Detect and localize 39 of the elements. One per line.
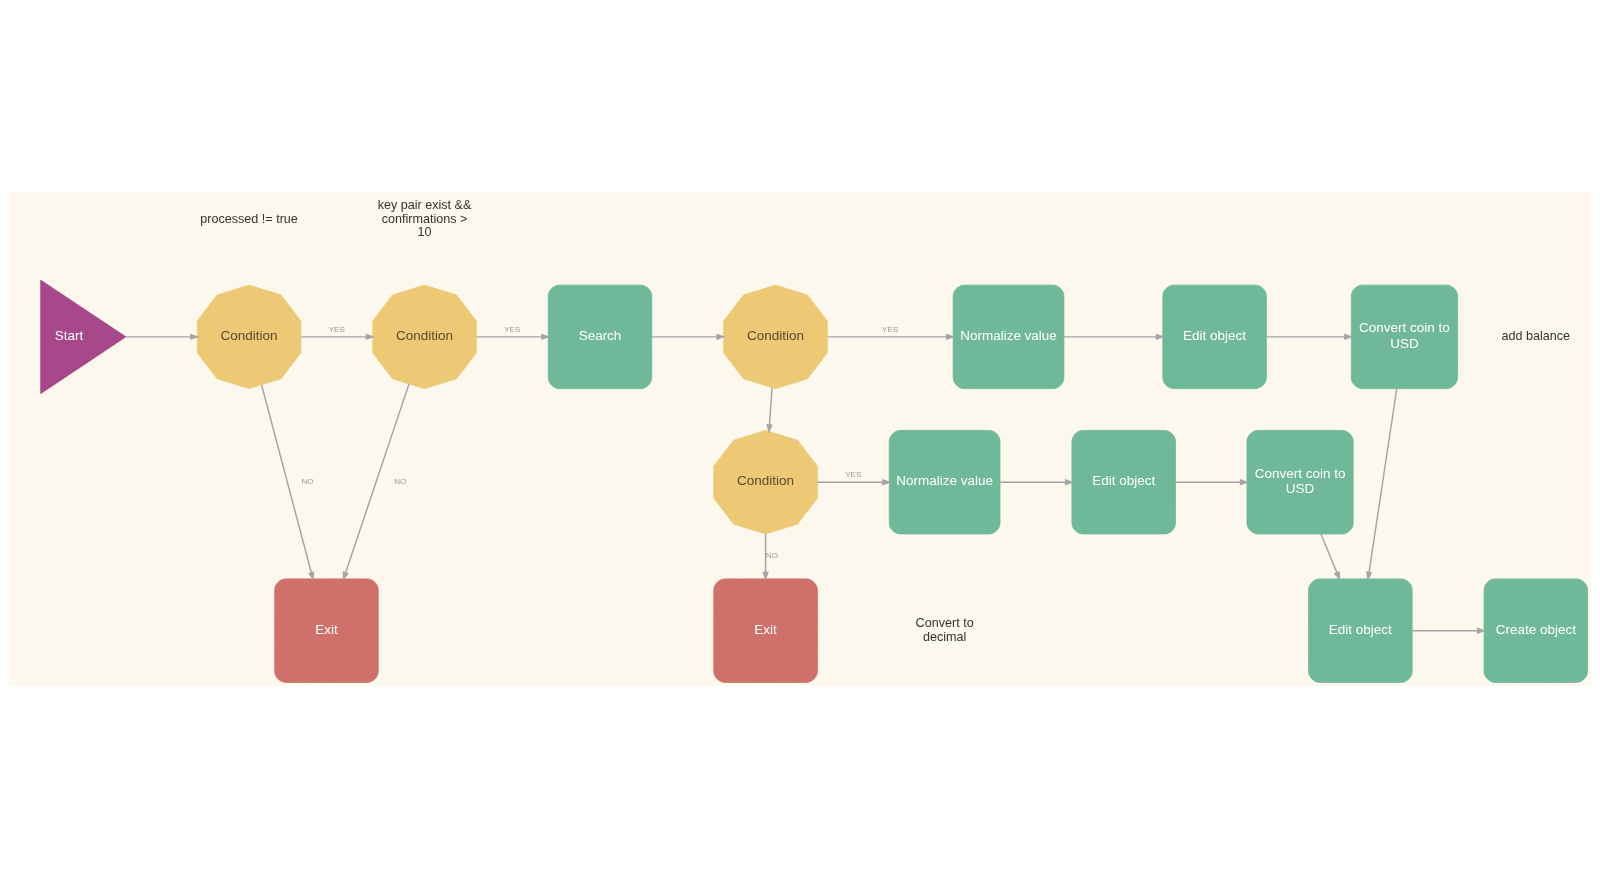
- arrow: [766, 386, 773, 434]
- edge-label: NO: [765, 551, 778, 561]
- arrow: [1365, 387, 1398, 581]
- arrow: [1411, 627, 1487, 634]
- arrow: [816, 478, 892, 486]
- edge-label: NO: [301, 477, 314, 487]
- label: key pair exist && confirmations > 10: [377, 198, 472, 240]
- edge-label: YES: [504, 324, 521, 334]
- arrow: [651, 333, 726, 341]
- node-box: Edit object: [1071, 430, 1176, 535]
- arrow: [125, 333, 200, 341]
- arrow: [475, 333, 551, 341]
- node-box: Normalize value: [952, 284, 1065, 390]
- node-box: Convert coin to USD: [1246, 430, 1354, 535]
- edge-label: YES: [882, 324, 899, 334]
- arrow: [1175, 478, 1250, 486]
- arrow: [300, 333, 375, 341]
- edge-label: NO: [394, 477, 407, 487]
- arrow: [762, 533, 769, 581]
- edge-label: YES: [328, 324, 345, 334]
- node-box: Edit object: [1308, 578, 1413, 683]
- arrow: [1320, 533, 1341, 581]
- node-box: Exit: [713, 578, 818, 683]
- arrow: [826, 333, 956, 341]
- label: processed != true: [200, 211, 298, 226]
- arrow: [342, 383, 410, 581]
- edge-label: YES: [845, 469, 862, 479]
- label: Convert to decimal: [915, 616, 974, 644]
- arrow: [1063, 333, 1166, 341]
- node-box: Search: [547, 284, 653, 390]
- node-box: Exit: [274, 578, 379, 683]
- arrow: [999, 478, 1075, 486]
- label: add balance: [1501, 329, 1571, 344]
- node-box: Create object: [1483, 578, 1588, 683]
- node-box: Convert coin to USD: [1350, 284, 1458, 390]
- arrow: [260, 384, 315, 581]
- arrow: [1265, 333, 1354, 341]
- node-box: Normalize value: [888, 430, 1001, 535]
- node-box: Edit object: [1162, 284, 1267, 390]
